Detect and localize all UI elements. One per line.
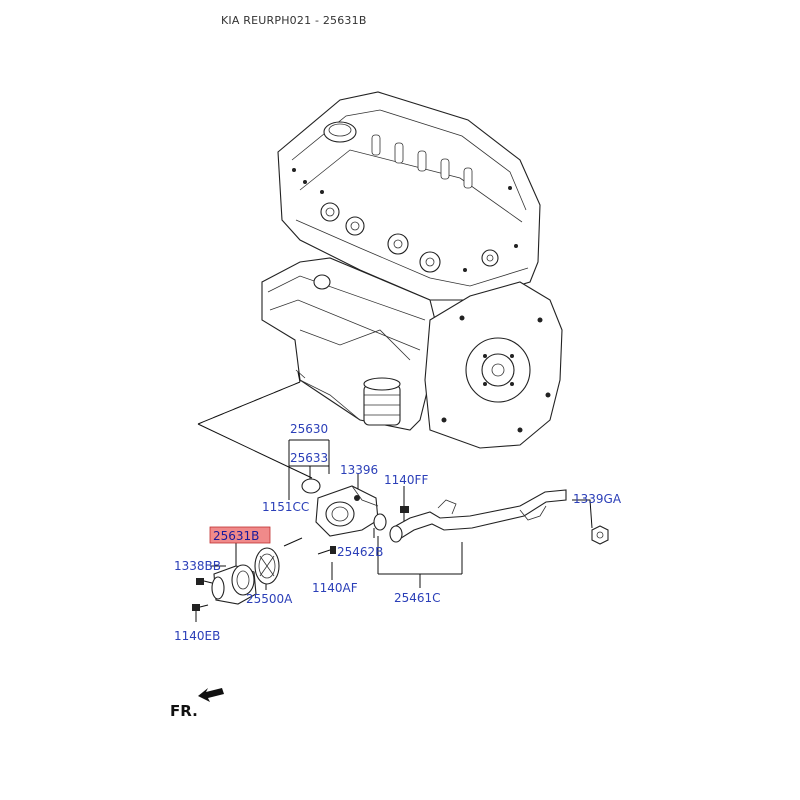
label-1338bb[interactable]: 1338BB [174,559,221,573]
highlight-25631b [209,526,271,544]
engine-block-illustration [261,91,563,449]
label-13396[interactable]: 13396 [340,463,378,477]
callout-brackets [195,439,593,622]
thermostat-housing-illustration [315,485,379,537]
diagram-title: KIA REURPH021 - 25631B [221,14,367,27]
label-1151cc[interactable]: 1151CC [262,500,309,514]
label-1140af[interactable]: 1140AF [312,581,358,595]
label-1140eb[interactable]: 1140EB [174,629,220,643]
water-inlet-fitting-illustration [211,564,257,605]
coolant-pipe-illustration [389,489,567,543]
o-ring-illustration [373,513,387,531]
front-direction-indicator: FR. [170,688,224,720]
front-arrow-icon [198,688,224,702]
label-25500a[interactable]: 25500A [246,592,293,606]
label-25461c[interactable]: 25461C [394,591,441,605]
label-1339ga[interactable]: 1339GA [573,492,622,506]
gasket-illustration [301,478,321,494]
stud-illustration [283,537,303,547]
bolt-1140af-illustration [317,546,336,555]
label-1140ff[interactable]: 1140FF [384,473,428,487]
front-direction-label: FR. [170,702,198,720]
bolt-1140eb-illustration [192,604,209,611]
label-25631b[interactable]: 25631B [213,529,259,543]
leader-lines [197,371,313,479]
label-25462b[interactable]: 25462B [337,545,383,559]
label-25633[interactable]: 25633 [290,451,328,465]
thermostat-illustration [254,547,280,585]
nut-illustration [591,525,609,545]
bolt-1338bb-illustration [196,578,213,585]
label-25630[interactable]: 25630 [290,422,328,436]
